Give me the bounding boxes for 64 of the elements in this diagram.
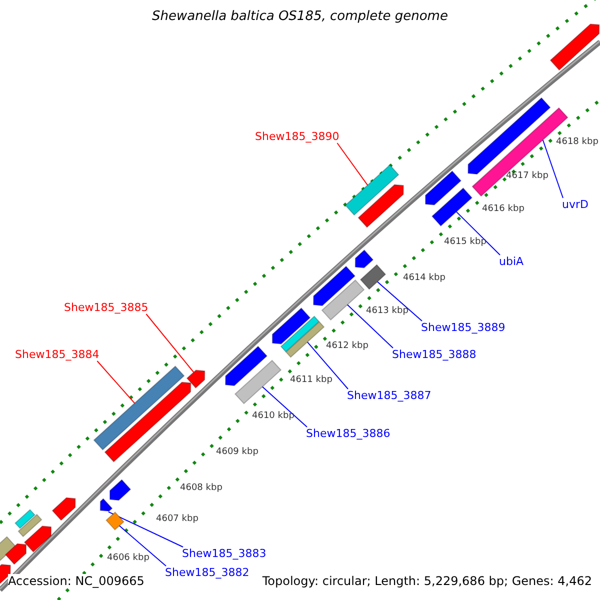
leader-line (336, 142, 368, 186)
gene-label: uvrD (562, 198, 588, 211)
scale-label: 4609 kbp (216, 447, 258, 457)
scale-label: 4617 kbp (506, 171, 548, 181)
gene-block (344, 164, 400, 216)
gene-block (234, 360, 282, 404)
gene-block (14, 509, 36, 529)
leader-line (262, 386, 308, 428)
leader-line (118, 525, 166, 566)
scale-label: 4614 kbp (403, 273, 446, 283)
scale-label: 4606 kbp (107, 553, 150, 563)
gene-block (104, 382, 192, 462)
accession-text: Accession: NC_009665 (8, 574, 144, 588)
gene-block (272, 307, 311, 344)
gene-block (109, 479, 132, 501)
scale-label: 4612 kbp (326, 341, 368, 351)
gene-block (360, 264, 386, 290)
gene-block (225, 346, 268, 386)
gene-label: Shew185_3889 (421, 321, 506, 334)
leader-line (146, 314, 194, 373)
gene-block (100, 498, 113, 512)
scale-label: 4613 kbp (366, 306, 408, 316)
gene-label: Shew185_3883 (182, 547, 266, 560)
gene-label: Shew185_3886 (306, 427, 390, 440)
gene-label: Shew185_3884 (15, 348, 100, 361)
gene-label: ubiA (499, 255, 524, 268)
scale-label: 4615 kbp (444, 237, 486, 247)
gene-label: Shew185_3888 (392, 348, 476, 361)
gene-block (18, 514, 42, 538)
gene-block (321, 279, 365, 321)
leader-line (542, 140, 564, 198)
leader-line (306, 342, 348, 390)
gene-label: Shew185_3882 (165, 566, 250, 579)
gene-block (431, 187, 473, 227)
scale-label: 4618 kbp (556, 137, 598, 147)
gene-block (93, 366, 185, 450)
gene-label: Shew185_3887 (347, 389, 432, 402)
title: Shewanella baltica OS185, complete genome (151, 9, 449, 24)
gene-block (186, 370, 206, 389)
scale-label: 4607 kbp (156, 514, 198, 524)
scale-label: 4616 kbp (482, 204, 524, 214)
gene-block (52, 497, 76, 521)
gene-label: Shew185_3890 (255, 130, 340, 143)
gene-block (280, 316, 320, 352)
gene-block (106, 512, 124, 530)
scale-label: 4608 kbp (180, 483, 222, 493)
gene-block (285, 321, 325, 358)
gene-block (425, 170, 462, 206)
leader-line (346, 304, 394, 348)
leader-line (96, 360, 136, 404)
gene-block (354, 249, 374, 268)
scale-label: 4611 kbp (290, 375, 332, 385)
leader-line (376, 281, 422, 322)
genome-summary: Topology: circular; Length: 5,229,686 bp; Genes: 4,462 (262, 574, 592, 588)
leader-line (108, 511, 184, 548)
gene-block (358, 184, 404, 228)
gene-block (313, 266, 356, 306)
gene-block (24, 526, 52, 553)
leader-line (456, 211, 500, 256)
gene-block (4, 543, 27, 565)
gene-label: Shew185_3885 (64, 301, 148, 314)
gene-block (0, 536, 16, 564)
scale-label: 4610 kbp (252, 411, 294, 421)
gene-block (550, 24, 600, 71)
